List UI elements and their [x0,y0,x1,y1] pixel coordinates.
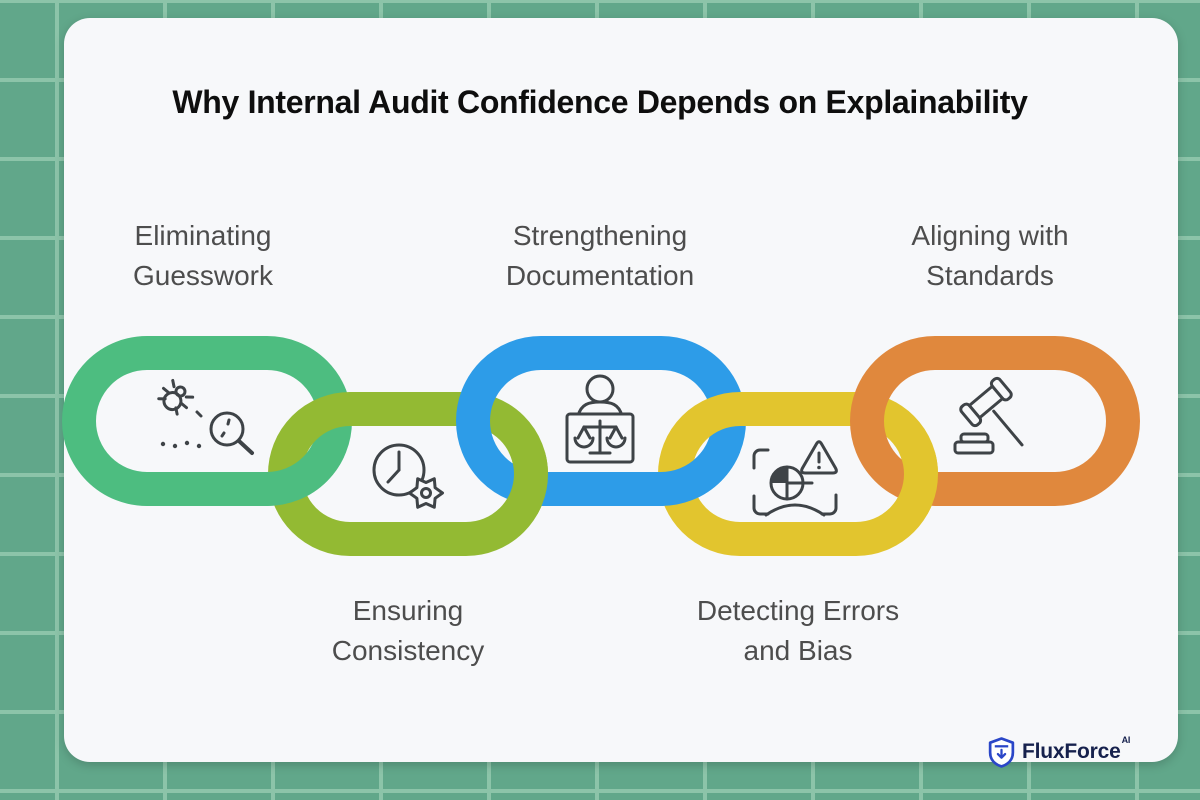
clock-gear-icon [372,443,444,509]
brand-logo: FluxForceAI [988,735,1131,768]
content-card [64,18,1178,762]
page-title: Why Internal Audit Confidence Depends on… [172,84,1028,120]
label-aligning-with-standards: Aligning with Standards [911,220,1069,291]
label-eliminating-guesswork: Eliminating Guesswork [132,220,274,291]
chain-link-5-ring [850,336,1140,506]
shield-arrow-icon [988,736,1015,768]
label-detecting-errors-and-bias: Detecting Errors and Bias [696,595,900,666]
label-strengthening-documentation: Strengthening Documentation [505,220,695,291]
gavel-icon [953,376,1024,455]
brand-name: FluxForceAI [1022,735,1131,763]
person-scales-icon [565,374,635,464]
bias-scan-warning-icon [752,440,838,517]
brand-suffix: AI [1121,735,1131,745]
bug-search-icon [157,378,254,455]
label-ensuring-consistency: Ensuring Consistency [331,595,485,666]
